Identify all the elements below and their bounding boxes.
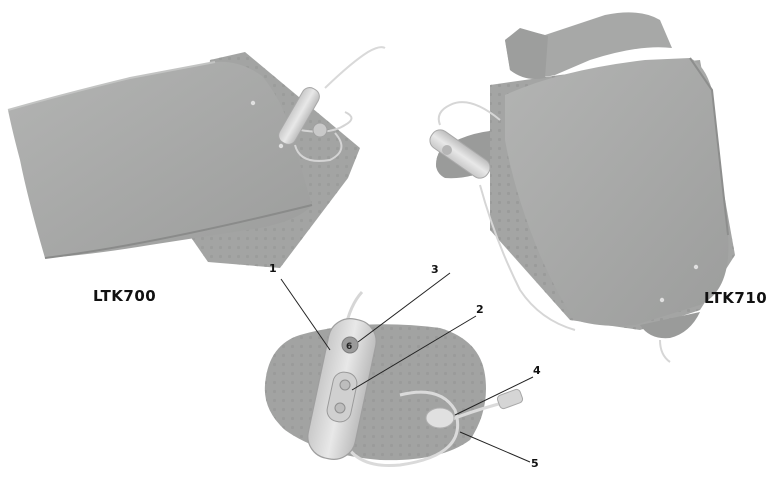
callout-number-5: 5 <box>531 457 539 470</box>
ltk700-heating-pad <box>8 47 385 268</box>
model-label-ltk710: LTK710 <box>704 289 767 307</box>
controller-detail <box>265 273 533 466</box>
callout-number-4: 4 <box>533 364 541 377</box>
callout-number-2: 2 <box>476 303 484 316</box>
callout-5-leader <box>460 432 530 462</box>
controller-display-digit: 6 <box>346 342 352 352</box>
callout-number-1: 1 <box>269 262 277 275</box>
callout-number-3: 3 <box>431 263 439 276</box>
model-label-ltk700: LTK700 <box>93 287 156 305</box>
ltk710-heating-pad <box>426 12 735 362</box>
